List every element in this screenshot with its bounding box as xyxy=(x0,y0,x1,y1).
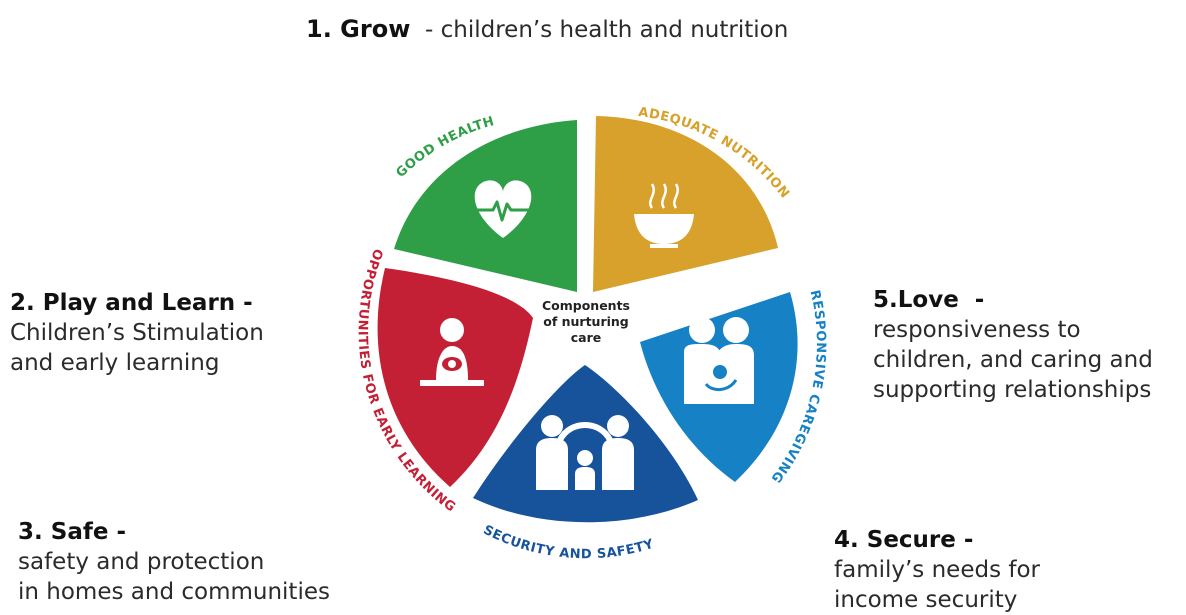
secure-label: 4. Secure - family’s needs for income se… xyxy=(834,525,1040,615)
safe-heading: 3. Safe - xyxy=(18,519,126,545)
love-line-1: responsiveness to xyxy=(873,317,1081,343)
wheel-center-label: Components of nurturing care xyxy=(542,298,630,345)
love-line-2: children, and caring and xyxy=(873,347,1153,373)
secure-heading: 4. Secure - xyxy=(834,527,974,553)
grow-label: 1. Grow - children’s health and nutritio… xyxy=(306,14,788,45)
segment-good-health: GOOD HEALTH xyxy=(393,114,577,292)
adequate-nutrition-petal xyxy=(593,116,778,292)
love-line-3: supporting relationships xyxy=(873,377,1152,403)
play-learn-label: 2. Play and Learn - Children’s Stimulati… xyxy=(10,288,264,378)
center-line-2: of nurturing xyxy=(543,314,629,329)
play-learn-line-1: Children’s Stimulation xyxy=(10,320,264,346)
secure-line-2: income security xyxy=(834,587,1018,613)
center-line-3: care xyxy=(571,330,602,345)
center-line-1: Components xyxy=(542,298,630,313)
safe-label: 3. Safe - safety and protection in homes… xyxy=(18,517,330,607)
segment-early-learning: OPPORTUNITIES FOR EARLY LEARNING xyxy=(355,247,533,515)
parents-baby-icon xyxy=(684,317,754,404)
security-and-safety-title: SECURITY AND SAFETY xyxy=(481,523,656,563)
steaming-bowl-icon xyxy=(634,183,694,248)
love-label: 5.Love - responsiveness to children, and… xyxy=(873,285,1153,405)
grow-heading: 1. Grow xyxy=(306,15,411,43)
play-learn-line-2: and early learning xyxy=(10,350,220,376)
sheltered-family-icon xyxy=(536,415,634,490)
safe-line-2: in homes and communities xyxy=(18,579,330,605)
grow-description: children’s health and nutrition xyxy=(440,17,789,43)
security-and-safety-petal xyxy=(473,365,698,523)
love-heading: 5.Love - xyxy=(873,287,985,313)
heart-pulse-icon xyxy=(474,180,532,238)
segment-adequate-nutrition: ADEQUATE NUTRITION xyxy=(593,105,792,292)
grow-separator: - xyxy=(410,17,441,43)
parent-child-play-icon xyxy=(420,318,484,386)
secure-line-1: family’s needs for xyxy=(834,557,1040,583)
safe-line-1: safety and protection xyxy=(18,549,265,575)
play-learn-heading: 2. Play and Learn - xyxy=(10,290,253,316)
